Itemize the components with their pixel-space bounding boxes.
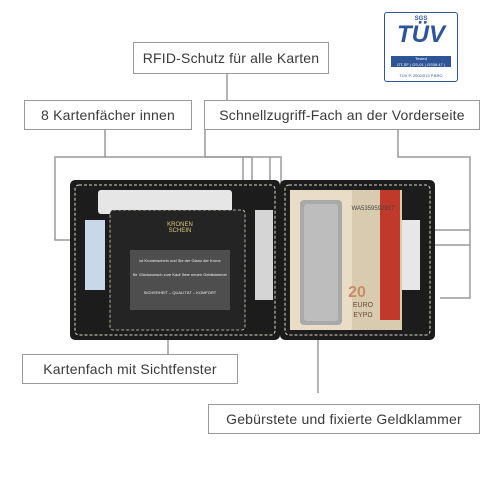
bill-currency: EURO	[352, 302, 374, 309]
quick-access-card	[380, 190, 400, 320]
bill-denomination: 20	[348, 284, 366, 301]
tuv-certification-badge: SGS TÜV Tested GT-SF | GS-01 | GS08.47 |…	[384, 12, 458, 82]
window-line-3: SICHERHEIT – QUALITÄT – KOMFORT	[143, 290, 217, 295]
badge-test-bar: Tested GT-SF | GS-01 | GS08.47 | GS08.02	[391, 56, 451, 72]
badge-sgs-text: SGS	[414, 16, 428, 22]
brand-logo: KRONEN SCHEIN	[167, 222, 193, 234]
label-card-slots-text: 8 Kartenfächer innen	[41, 107, 175, 123]
badge-tuv-mark: TÜV	[397, 21, 445, 48]
label-quick-access-text: Schnellzugriff-Fach an der Vorderseite	[219, 107, 465, 123]
label-rfid-protection: RFID-Schutz für alle Karten	[133, 42, 329, 74]
bill-serial: WA5359592917	[351, 206, 395, 212]
card-top-left	[98, 190, 232, 214]
label-money-clip-text: Gebürstete und fixierte Geldklammer	[226, 411, 462, 427]
label-money-clip: Gebürstete und fixierte Geldklammer	[208, 404, 480, 434]
window-line-2: für Glückwunsch zum Kauf Ihrer neuen Gel…	[132, 272, 228, 277]
window-pane	[130, 250, 230, 310]
label-quick-access: Schnellzugriff-Fach an der Vorderseite	[204, 100, 480, 130]
card-edge-left	[85, 220, 105, 290]
window-line-1: ist Kronenschein und Sie der Glanz der K…	[139, 258, 221, 263]
label-window-slot: Kartenfach mit Sichtfenster	[22, 354, 238, 384]
card-edge-center	[255, 210, 273, 300]
badge-foot-text: TÜV P. 2002/013 P.BRO	[399, 73, 443, 78]
label-card-slots: 8 Kartenfächer innen	[24, 100, 192, 130]
label-window-slot-text: Kartenfach mit Sichtfenster	[43, 361, 217, 377]
label-rfid-text: RFID-Schutz für alle Karten	[142, 50, 320, 66]
bill-currency-greek: EYPΩ	[353, 312, 373, 319]
